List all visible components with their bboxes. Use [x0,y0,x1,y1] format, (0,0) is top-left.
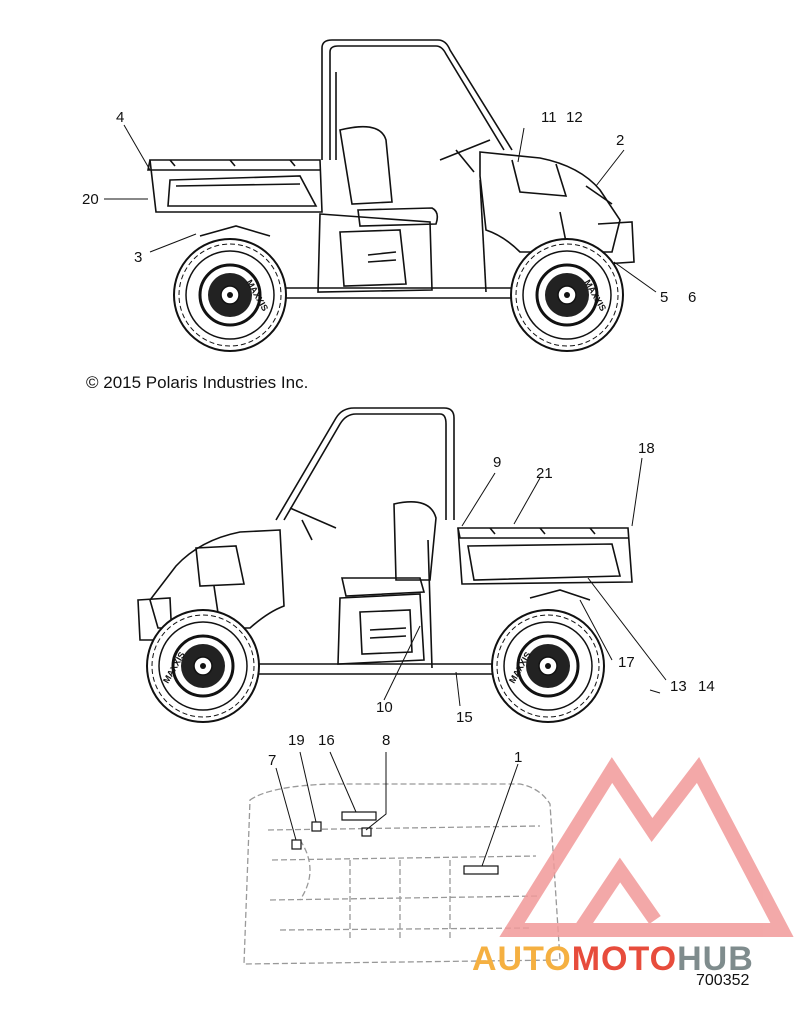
callout-14: 14 [698,678,715,695]
vehicle-right-side-view [147,39,635,299]
callout-10: 10 [376,699,393,716]
copyright-text: © 2015 Polaris Industries Inc. [86,373,309,392]
callout-19: 19 [288,732,305,749]
callout-13: 13 [670,678,687,695]
watermark-part2: MOTO [571,940,678,978]
dash-phantom-view [243,783,561,965]
callout-12: 12 [566,109,583,126]
callout-3: 3 [134,249,142,266]
callout-1: 1 [514,749,522,766]
callout-labels: 11 12 4 2 20 3 5 6 9 21 18 17 13 14 10 1… [82,109,715,769]
callout-20: 20 [82,191,99,208]
watermark-text: AUTOMOTOHUB [472,940,754,979]
part-number: 700352 [696,972,750,989]
watermark-part3: HUB [677,940,754,978]
front-wheel-top [509,237,625,353]
callout-8: 8 [382,732,390,749]
rear-wheel-top [172,237,288,353]
callout-11: 11 [541,109,557,126]
dash-decal-locations [291,811,499,875]
callout-16: 16 [318,732,335,749]
callout-2: 2 [616,132,624,149]
watermark-part1: AUTO [472,940,572,978]
watermark-logo-icon [499,757,794,937]
callout-7: 7 [268,752,276,769]
vehicle-left-side-view [137,407,633,675]
callout-17: 17 [618,654,635,671]
front-wheel-bottom [145,608,261,724]
callout-5: 5 [660,289,668,306]
callout-4: 4 [116,109,124,126]
callout-18: 18 [638,440,655,457]
leader-lines [104,124,667,867]
callout-15: 15 [456,709,473,726]
callout-21: 21 [536,465,553,482]
rear-wheel-bottom [490,608,606,724]
callout-6: 6 [688,289,696,306]
callout-9: 9 [493,454,501,471]
